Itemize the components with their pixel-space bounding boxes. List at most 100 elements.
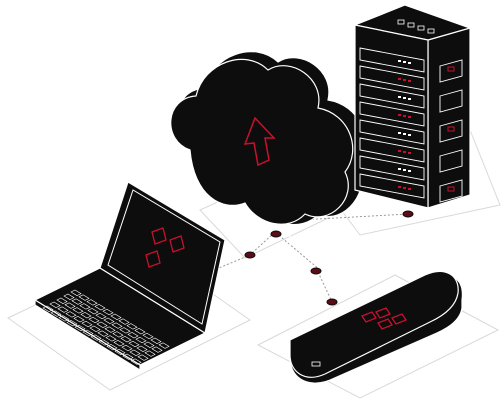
- laptop-key: [126, 323, 138, 330]
- laptop-screen: [107, 189, 221, 325]
- laptop-key: [144, 350, 156, 357]
- laptop-key: [81, 320, 93, 328]
- server-unit: [359, 47, 425, 73]
- laptop-key: [122, 353, 134, 360]
- server-side-panel: [439, 179, 463, 203]
- laptop-key: [66, 320, 78, 327]
- laptop-key: [106, 344, 118, 351]
- server-led: [408, 80, 411, 82]
- laptop-key: [42, 305, 54, 312]
- laptop-key: [98, 339, 110, 346]
- laptop-key: [121, 344, 133, 352]
- laptop-key: [65, 311, 77, 318]
- laptop-key: [95, 312, 107, 320]
- laptop-key: [97, 330, 109, 337]
- laptop-key: [82, 329, 94, 336]
- phone-port: [311, 361, 321, 367]
- laptop-key: [142, 332, 154, 340]
- server-led: [408, 170, 411, 172]
- connector-laptop: [189, 231, 321, 281]
- laptop-key: [57, 306, 69, 313]
- server-unit: [359, 65, 425, 91]
- server-led: [398, 132, 401, 134]
- server-rack-icon: [352, 4, 472, 209]
- server-led: [403, 115, 406, 117]
- laptop-keyboard: [42, 289, 170, 365]
- node-1: [244, 251, 256, 259]
- node-4: [326, 298, 338, 306]
- laptop-key: [119, 327, 131, 334]
- server-units: [359, 47, 425, 199]
- laptop-key: [78, 294, 90, 301]
- node-5: [402, 210, 414, 218]
- laptop-key: [79, 303, 91, 310]
- laptop-key: [127, 332, 139, 339]
- server-led: [398, 78, 401, 80]
- laptop-key: [72, 307, 84, 314]
- laptop-key: [56, 297, 68, 304]
- laptop-key: [129, 349, 141, 356]
- server-led: [403, 97, 406, 99]
- server-led: [403, 187, 406, 189]
- server-led: [398, 186, 401, 188]
- laptop-key: [73, 316, 85, 323]
- server-side-panel: [439, 89, 463, 113]
- smartphone-icon: [289, 270, 463, 384]
- laptop-key: [158, 342, 170, 349]
- laptop-key: [150, 337, 162, 344]
- server-unit: [359, 119, 425, 145]
- laptop-key: [70, 289, 82, 296]
- server-unit: [359, 173, 425, 199]
- server-top-slots: [397, 19, 435, 34]
- laptop-icon: [33, 181, 226, 372]
- laptop-key: [130, 358, 142, 365]
- laptop-key: [63, 293, 75, 300]
- laptop-key: [102, 308, 114, 316]
- server-side: [427, 27, 471, 209]
- server-side-indicator: [447, 186, 455, 192]
- server-side-panel: [439, 59, 463, 83]
- server-led: [398, 60, 401, 62]
- node-3: [310, 267, 322, 275]
- laptop-key: [120, 336, 132, 343]
- server-led: [398, 114, 401, 116]
- laptop-key: [89, 325, 101, 332]
- laptop-key: [80, 312, 92, 319]
- network-connectors: [189, 213, 409, 303]
- laptop-key: [58, 315, 70, 322]
- app-grid-icon: [145, 227, 185, 268]
- laptop-key: [112, 331, 124, 338]
- server-side-indicator: [447, 66, 455, 72]
- connector-phone: [317, 271, 333, 303]
- server-side-panel: [439, 149, 463, 173]
- cloud-body: [170, 58, 354, 225]
- laptop-key: [151, 346, 163, 353]
- laptop-key: [143, 341, 155, 348]
- server-led: [403, 79, 406, 81]
- laptop-key: [114, 348, 126, 356]
- server-led: [398, 96, 401, 98]
- server-led: [403, 133, 406, 135]
- upload-arrow-icon: [243, 116, 276, 167]
- server-led: [408, 98, 411, 100]
- laptop-key: [137, 354, 149, 361]
- laptop-key: [113, 340, 125, 347]
- laptop-key: [105, 335, 117, 342]
- server-unit: [359, 155, 425, 181]
- phone-app-grid-icon: [361, 307, 407, 330]
- laptop-key: [104, 326, 116, 333]
- server-led: [408, 188, 411, 190]
- laptop-key: [94, 304, 106, 311]
- server-led: [403, 169, 406, 171]
- laptop-key: [136, 345, 148, 352]
- server-led: [408, 62, 411, 64]
- server-led: [398, 150, 401, 152]
- laptop-key: [71, 298, 83, 305]
- connection-nodes: [244, 210, 414, 306]
- node-2: [270, 230, 282, 238]
- server-unit: [359, 137, 425, 163]
- server-led: [403, 61, 406, 63]
- laptop-key: [135, 336, 147, 344]
- laptop-key: [50, 310, 62, 317]
